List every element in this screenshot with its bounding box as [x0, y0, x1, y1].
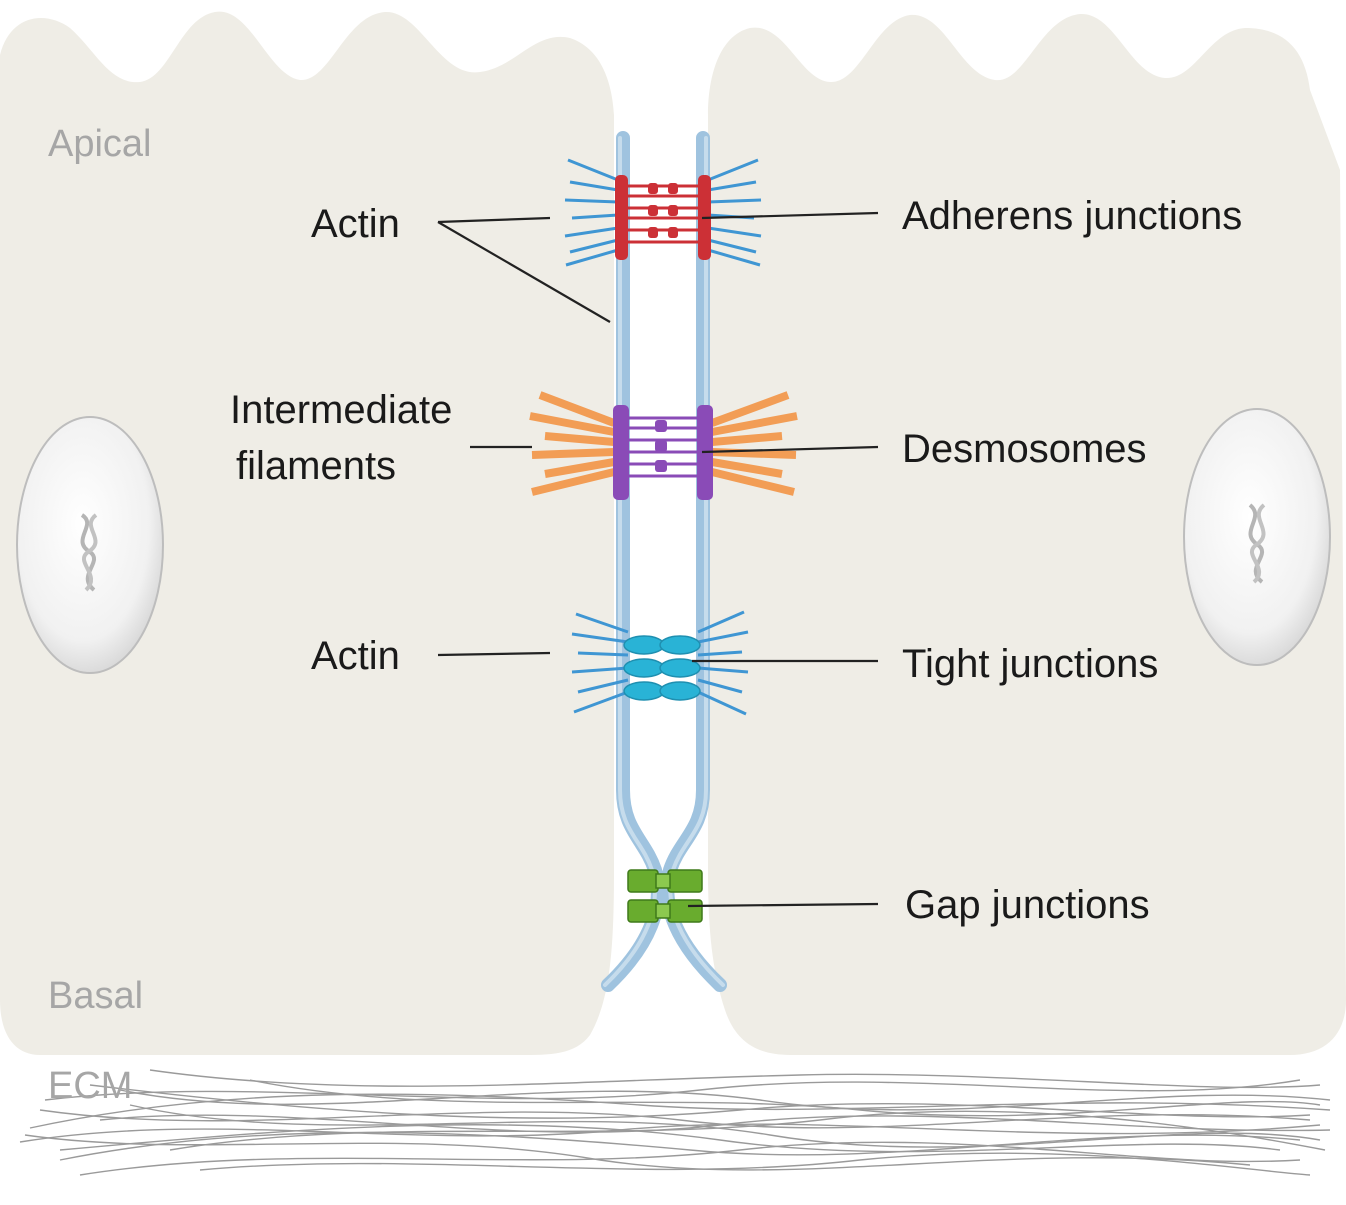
left-nucleus [16, 416, 164, 674]
adherens-cadherin-blocks [648, 183, 678, 238]
tight-junctions-label: Tight junctions [902, 642, 1158, 686]
desmosome-cadherin-blocks [655, 420, 667, 472]
right-cell [708, 13, 1346, 1056]
leader-gap [687, 902, 879, 908]
actin-bottom-label: Actin [311, 634, 400, 678]
tight-junction [571, 610, 749, 716]
intermediate-filaments-label-line1: Intermediate [230, 388, 452, 432]
tight-actin-left [571, 612, 629, 714]
adherens-actin-left [564, 158, 619, 267]
leader-actin-bottom [437, 651, 551, 657]
intermediate-filaments-left [529, 391, 616, 496]
ecm-label: ECM [48, 1065, 132, 1107]
desmosomes-label: Desmosomes [902, 427, 1147, 471]
adherens-junctions-label: Adherens junctions [902, 194, 1242, 238]
adherens-links [628, 184, 698, 244]
tight-actin-right [697, 610, 749, 716]
desmosome-plaque-left [613, 405, 629, 500]
basal-label: Basal [48, 975, 143, 1017]
leader-actin-top-b [437, 221, 611, 323]
actin-top-label: Actin [311, 202, 400, 246]
adherens-plaque-left [615, 175, 628, 260]
leader-actin-top-a [437, 216, 551, 224]
desmosome [529, 391, 798, 500]
apical-label: Apical [48, 123, 152, 165]
leader-desmosomes [701, 445, 879, 454]
adherens-junction [564, 158, 762, 267]
leader-lines [437, 211, 879, 908]
adherens-actin-right [707, 158, 762, 267]
ecm-fibers [19, 1069, 1331, 1176]
gap-junctions-label: Gap junctions [905, 883, 1150, 927]
intermediate-filaments-label-line2: filaments [236, 444, 396, 488]
right-nucleus [1183, 408, 1331, 666]
leader-adherens [701, 211, 879, 220]
left-cell [0, 11, 614, 1055]
left-membrane [601, 131, 665, 992]
tight-junction-proteins [623, 635, 701, 701]
intermediate-filaments-right [710, 391, 798, 496]
